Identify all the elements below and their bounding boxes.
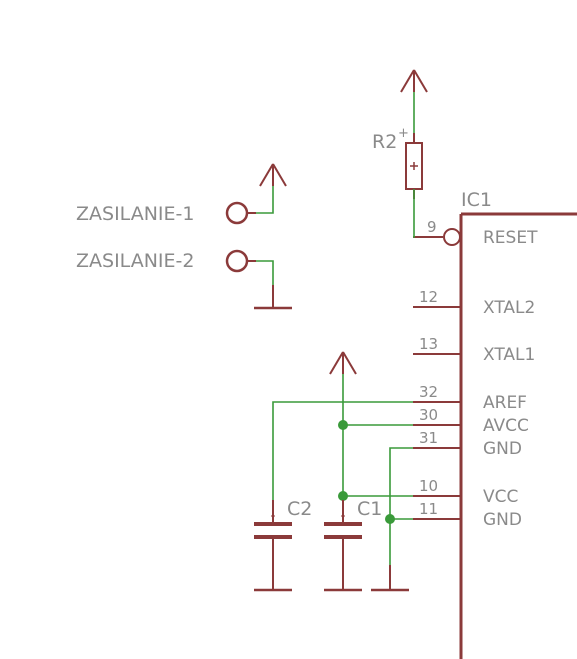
resistor-r2-polarity: + <box>398 126 409 141</box>
pin-name-avcc: AVCC <box>483 416 529 436</box>
capacitor-c1-label: C1 <box>357 498 382 520</box>
junction-vcc <box>338 491 348 501</box>
pin-number-12: 12 <box>419 288 438 306</box>
capacitor-c2 <box>254 500 292 592</box>
capacitor-c2-label: C2 <box>287 498 312 520</box>
pin-number-10: 10 <box>419 477 438 495</box>
pin-number-13: 13 <box>419 335 438 353</box>
wire-r2-reset <box>413 189 415 238</box>
pin-number-9: 9 <box>427 218 437 236</box>
capacitor-c1 <box>324 500 362 592</box>
supply-arrow-zasilanie <box>259 163 287 187</box>
connector-zasilanie-1-label: ZASILANIE-1 <box>76 203 194 225</box>
supply-arrow-r2 <box>400 69 428 93</box>
ground-zasilanie <box>254 285 292 310</box>
wire-gnd-31 <box>389 447 413 565</box>
pin-number-32: 32 <box>419 383 438 401</box>
pin-number-30: 30 <box>419 406 438 424</box>
junction-gnd <box>385 514 395 524</box>
pin-number-11: 11 <box>419 500 438 518</box>
junction-avcc <box>338 420 348 430</box>
ic1-body <box>459 212 577 659</box>
ground-ic <box>371 565 409 592</box>
pin-name-gnd-11: GND <box>483 510 522 530</box>
wire-aref-c2 <box>272 401 413 500</box>
connector-zasilanie-2-label: ZASILANIE-2 <box>76 250 194 272</box>
wire-zasilanie-1-vcc <box>256 186 274 214</box>
pin-name-vcc: VCC <box>483 487 518 507</box>
pin-name-xtal1: XTAL1 <box>483 345 535 365</box>
pin-name-reset: RESET <box>483 228 538 248</box>
resistor-r2-label: R2 <box>372 131 397 153</box>
pin-name-gnd-31: GND <box>483 439 522 459</box>
supply-arrow-avcc <box>329 351 357 375</box>
pin-reset <box>413 228 461 246</box>
ic1-label: IC1 <box>461 189 492 211</box>
pin-name-aref: AREF <box>483 393 527 413</box>
pin-number-31: 31 <box>419 429 438 447</box>
pin-name-xtal2: XTAL2 <box>483 298 535 318</box>
wire-zasilanie-2-gnd <box>256 260 274 285</box>
connector-zasilanie-2 <box>225 249 256 273</box>
connector-zasilanie-1 <box>225 201 256 225</box>
